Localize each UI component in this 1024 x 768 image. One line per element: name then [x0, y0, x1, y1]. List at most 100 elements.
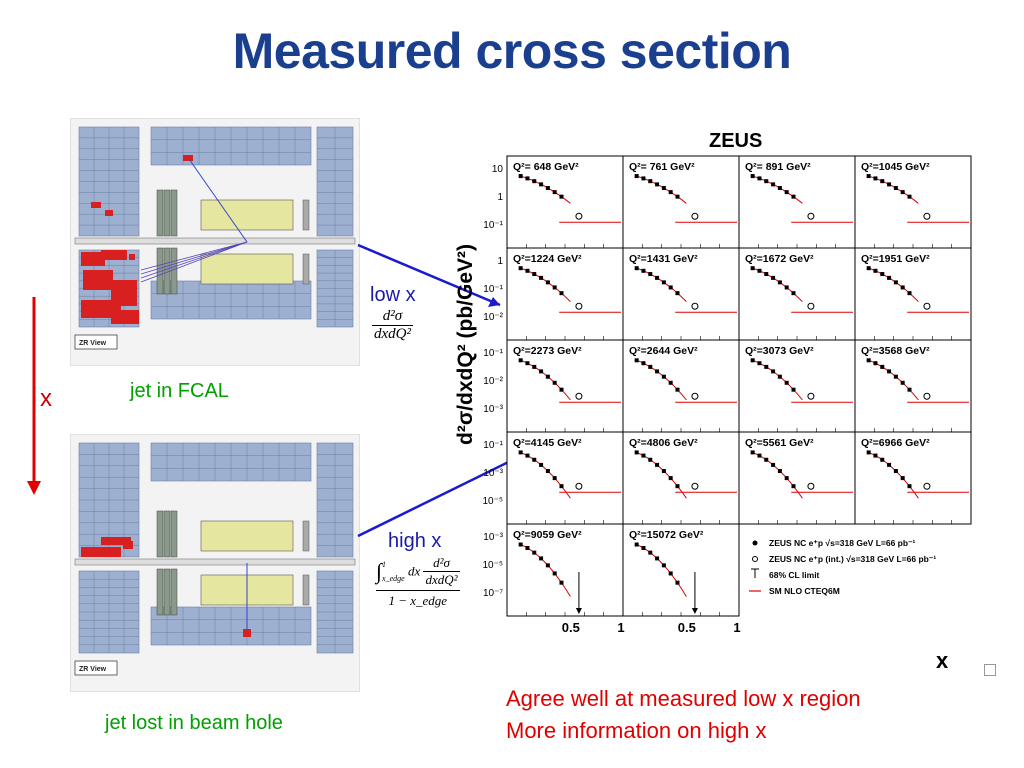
data-point: [655, 556, 660, 561]
panel-label: Q²=1431 GeV²: [629, 253, 698, 265]
data-point: [525, 453, 530, 458]
data-point: [661, 280, 666, 285]
data-point: [873, 453, 878, 458]
energy-deposit: [111, 310, 139, 324]
panel-frame: [622, 247, 740, 341]
y-tick-label: 10⁻⁷: [483, 588, 503, 599]
y-tick-label: 10: [492, 164, 504, 175]
data-point: [539, 275, 544, 280]
data-point: [866, 266, 871, 271]
data-point: [552, 190, 557, 195]
panel-frame: [854, 339, 972, 433]
data-point: [887, 369, 892, 374]
plot-panel: Q²=9059 GeV²: [506, 523, 624, 617]
y-tick-label: 10⁻³: [483, 404, 503, 415]
energy-deposit: [243, 629, 251, 637]
data-point: [634, 450, 639, 455]
panel-label: Q²=3073 GeV²: [745, 345, 814, 357]
panel-frame: [738, 247, 856, 341]
data-point: [675, 580, 680, 585]
x-tick-label: 1: [733, 620, 740, 635]
data-point: [539, 462, 544, 467]
cl-limit-arrowhead: [575, 608, 582, 614]
panel-frame: [506, 523, 624, 617]
panel-label: Q²= 761 GeV²: [629, 161, 695, 173]
data-point: [525, 361, 530, 366]
panel-label: Q²=15072 GeV²: [629, 529, 704, 541]
data-point: [777, 186, 782, 191]
data-point: [900, 380, 905, 385]
panel-frame: [506, 247, 624, 341]
data-point: [784, 380, 789, 385]
plot-panel: Q²= 761 GeV²: [622, 155, 740, 249]
data-point: [771, 275, 776, 280]
data-point: [559, 387, 564, 392]
data-point: [900, 285, 905, 290]
y-tick-label: 10⁻²: [483, 376, 503, 387]
legend-entry: 68% CL limit: [751, 568, 820, 580]
data-point: [784, 190, 789, 195]
panel-label: Q²= 891 GeV²: [745, 161, 811, 173]
data-point: [893, 469, 898, 474]
track: [140, 241, 248, 279]
data-point: [866, 450, 871, 455]
zr-view-tag: ZR View: [74, 660, 118, 676]
data-point: [764, 179, 769, 184]
data-point: [771, 369, 776, 374]
data-point: [525, 546, 530, 551]
data-point: [545, 469, 550, 474]
plot-panel: Q²= 648 GeV²: [506, 155, 624, 249]
legend-filled-circle-icon: [752, 540, 758, 546]
data-point: [777, 280, 782, 285]
panel-label: Q²=1951 GeV²: [861, 253, 930, 265]
high-formula-denominator-total: 1 − x_edge: [388, 593, 448, 608]
data-point: [791, 194, 796, 199]
data-point: [655, 275, 660, 280]
y-tick-label: 10⁻¹: [483, 440, 503, 451]
energy-deposit: [81, 252, 105, 266]
data-point: [539, 182, 544, 187]
integral-upper-limit: 1: [382, 559, 387, 569]
data-point: [545, 280, 550, 285]
x-tick-label: 0.5: [678, 620, 696, 635]
data-point: [675, 387, 680, 392]
data-point: [880, 364, 885, 369]
energy-deposit: [91, 202, 101, 208]
data-point: [552, 476, 557, 481]
data-point: [764, 272, 769, 277]
integrated-data-point: [923, 302, 931, 310]
data-point: [791, 387, 796, 392]
data-point: [887, 462, 892, 467]
energy-deposit: [101, 537, 131, 545]
energy-deposit: [105, 210, 113, 216]
data-point: [661, 469, 666, 474]
data-point: [552, 571, 557, 576]
plot-panel: Q²= 891 GeV²: [738, 155, 856, 249]
x-direction-arrow-icon: [27, 297, 41, 495]
legend-text: ZEUS NC e⁺p (int.) √s=318 GeV L=66 pb⁻¹: [769, 554, 936, 564]
legend-text: ZEUS NC e⁺p √s=318 GeV L=66 pb⁻¹: [769, 538, 916, 548]
legend-entry: ZEUS NC e⁺p (int.) √s=318 GeV L=66 pb⁻¹: [752, 554, 936, 564]
x-tick-label: 0.5: [562, 620, 580, 635]
data-point: [907, 387, 912, 392]
energy-deposit: [129, 254, 135, 260]
data-point: [648, 272, 653, 277]
data-point: [866, 174, 871, 179]
track: [140, 241, 248, 271]
data-point: [900, 190, 905, 195]
plot-panel: Q²=4806 GeV²: [622, 431, 740, 525]
data-point: [668, 285, 673, 290]
legend-open-circle-icon: [752, 556, 758, 562]
plot-panel: Q²=1672 GeV²: [738, 247, 856, 341]
data-point: [668, 380, 673, 385]
data-point: [893, 374, 898, 379]
panel-label: Q²=2644 GeV²: [629, 345, 698, 357]
data-point: [552, 285, 557, 290]
y-tick-label: 10⁻⁵: [482, 560, 503, 571]
data-point: [532, 364, 537, 369]
event-display-top: ZR View: [70, 118, 360, 366]
y-tick-label: 1: [497, 192, 503, 203]
data-point: [771, 182, 776, 187]
data-point: [668, 476, 673, 481]
data-point: [791, 291, 796, 296]
